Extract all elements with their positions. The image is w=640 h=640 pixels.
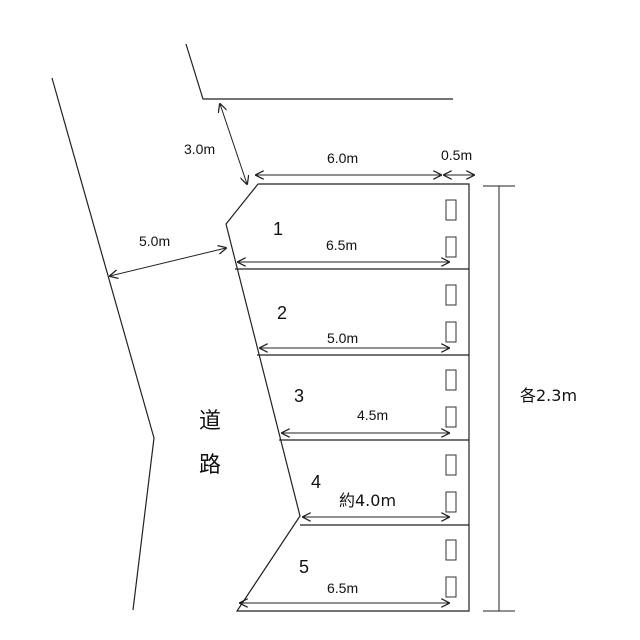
dim-label-each-height: 各2.3m: [520, 386, 577, 405]
building-edge: [185, 43, 453, 100]
dim-label-top-width: 6.0m: [327, 150, 358, 166]
road-edge-outer: [51, 77, 155, 611]
dim-label-setback: 3.0m: [184, 141, 215, 157]
space-width-5: 6.5m: [327, 580, 358, 596]
dim-label-road-to-lot: 5.0m: [139, 233, 170, 249]
space-number-2: 2: [277, 303, 287, 323]
wheel-stop: [445, 491, 457, 513]
space-number-4: 4: [311, 472, 321, 492]
road-label-bottom: 路: [199, 453, 221, 478]
wheel-stop: [445, 321, 457, 343]
space-number-1: 1: [273, 219, 283, 239]
wheel-stop: [445, 576, 457, 598]
wheel-stop: [445, 539, 457, 561]
space-width-4: 約4.0m: [339, 491, 396, 510]
space-number-3: 3: [294, 386, 304, 406]
road-label-top: 道: [199, 409, 221, 434]
space-width-3: 4.5m: [357, 407, 388, 423]
wheel-stop: [445, 406, 457, 428]
dim-5m-arrow: [110, 248, 226, 276]
dim-3m-arrow: [220, 104, 247, 184]
space-number-5: 5: [299, 557, 309, 577]
wheel-stop: [445, 454, 457, 476]
wheel-stop: [445, 236, 457, 258]
wheel-stop: [445, 284, 457, 306]
lot-outline: [225, 183, 470, 612]
dim-label-top-margin: 0.5m: [441, 147, 472, 163]
space-width-1: 6.5m: [326, 237, 357, 253]
wheel-stop: [445, 199, 457, 221]
space-width-2: 5.0m: [327, 330, 358, 346]
wheel-stop: [445, 369, 457, 391]
